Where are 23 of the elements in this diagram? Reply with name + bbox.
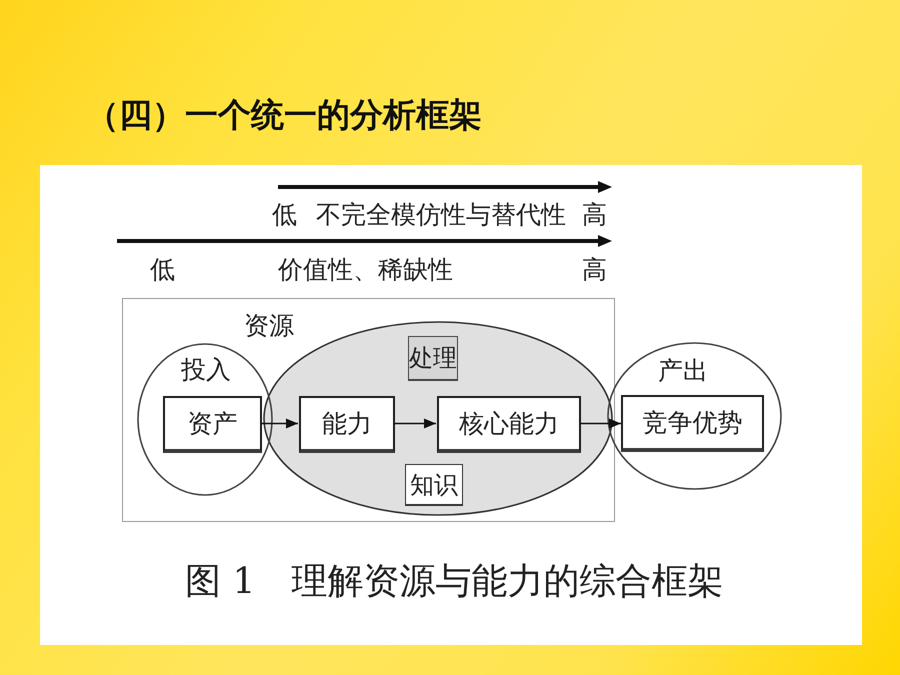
figure-caption: 图 1 理解资源与能力的综合框架	[185, 560, 724, 604]
scale-label: 价值性、稀缺性	[278, 254, 453, 286]
concept-box: 核心能力	[437, 396, 581, 453]
flow-arrow	[261, 418, 298, 428]
concept-box: 资产	[163, 396, 262, 453]
scale-label: 低	[150, 254, 175, 286]
group-heading: 投入	[181, 355, 231, 385]
slide-title: （四）一个统一的分析框架	[86, 95, 482, 135]
group-heading: 资源	[244, 311, 294, 341]
concept-box: 竞争优势	[621, 395, 764, 452]
scale-label: 不完全模仿性与替代性	[316, 199, 566, 231]
label-box: 处理	[408, 336, 458, 381]
stage-circle	[607, 342, 782, 490]
label-box: 知识	[405, 464, 463, 506]
scale-label: 低	[272, 199, 297, 231]
flow-arrow	[394, 418, 436, 428]
stage-circle	[137, 343, 273, 496]
group-heading: 产出	[658, 356, 708, 386]
scale-label: 高	[582, 254, 607, 286]
concept-box: 能力	[299, 396, 395, 453]
scale-label: 高	[582, 199, 607, 231]
flow-arrow	[580, 418, 621, 428]
resource-frame	[122, 298, 615, 522]
